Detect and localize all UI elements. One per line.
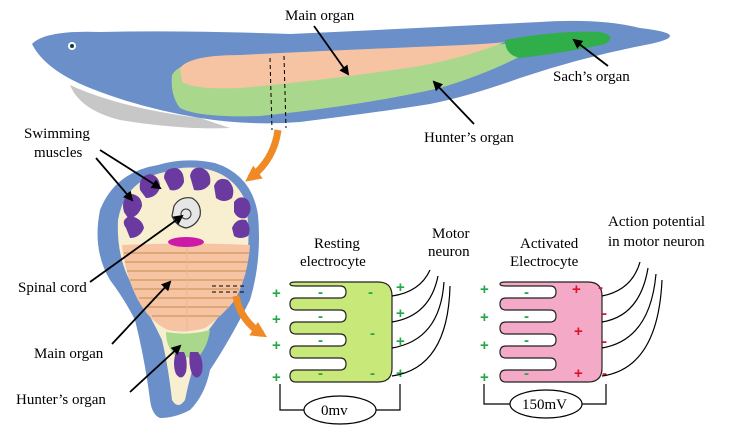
label-motor-1: Motor [432, 226, 470, 242]
activated-signs: + + + + - - - - + + + - - - - [480, 279, 607, 386]
resting-electrocyte-cell [289, 281, 393, 383]
activated-nerve-fibers [601, 261, 663, 377]
resting-plus-4: + [272, 369, 281, 386]
resting-voltage: 0mv [321, 403, 348, 419]
eel-eye-pupil [70, 44, 74, 48]
label-main-organ-top: Main organ [285, 8, 355, 24]
resting-plus-2: + [272, 311, 281, 328]
resting-nerve-fibers [391, 269, 451, 377]
notochord [168, 237, 204, 247]
act-minus-r4: - [602, 365, 607, 382]
resting-plus-7: + [396, 333, 405, 350]
pointer-main-organ-bottom [111, 280, 172, 345]
label-swimming-1: Swimming [24, 126, 90, 142]
resting-plus-8: + [396, 365, 405, 382]
resting-minus-4: - [318, 365, 323, 382]
label-activated-2: Electrocyte [510, 254, 579, 270]
act-plus-r1: + [572, 281, 581, 298]
resting-plus-3: + [272, 337, 281, 354]
pointer-swimming-b [99, 149, 162, 190]
act-minus-g2: - [524, 308, 529, 325]
resting-minus-2: - [318, 308, 323, 325]
resting-minus-3: - [318, 332, 323, 349]
label-resting-2: electrocyte [300, 254, 366, 270]
orange-arrow-to-electrocyte [232, 295, 268, 338]
label-activated-1: Activated [520, 236, 579, 252]
cross-section-main-organ [122, 243, 250, 332]
resting-signs: + + + + - - - - - - - + + + + [272, 279, 405, 386]
label-sachs-organ: Sach’s organ [553, 69, 630, 85]
label-swimming-2: muscles [34, 145, 82, 161]
act-plus-g2: + [480, 309, 489, 326]
label-main-organ-bottom: Main organ [34, 346, 104, 362]
act-plus-g1: + [480, 281, 489, 298]
eel-sachs-organ [505, 31, 611, 58]
activated-voltage: 150mV [522, 397, 567, 413]
act-minus-g4: - [524, 365, 529, 382]
act-minus-g1: - [524, 284, 529, 301]
act-minus-g3: - [524, 332, 529, 349]
orange-arrow-to-section [245, 129, 282, 182]
act-plus-r3: + [574, 365, 583, 382]
resting-minus-7: - [370, 365, 375, 382]
activated-voltmeter [483, 384, 607, 419]
pointer-swimming-a [95, 157, 134, 202]
resting-minus-1: - [318, 284, 323, 301]
act-minus-r3: - [602, 333, 607, 350]
resting-plus-5: + [396, 279, 405, 296]
label-motor-2: neuron [428, 244, 470, 260]
resting-plus-1: + [272, 285, 281, 302]
pointer-spinal-cord [89, 214, 184, 283]
resting-minus-5: - [368, 284, 373, 301]
section-cut-line-right [283, 55, 287, 129]
act-plus-g3: + [480, 337, 489, 354]
pointer-main-organ-top [313, 25, 350, 76]
label-action-potential-1: Action potential [608, 214, 705, 230]
label-spinal-cord: Spinal cord [18, 280, 87, 296]
section-cut-line-left [269, 57, 273, 131]
act-minus-r1: - [598, 279, 603, 296]
activated-electrocyte-cell [499, 281, 603, 383]
act-minus-r2: - [602, 305, 607, 322]
pointer-hunters-organ-bottom [129, 344, 182, 393]
act-plus-r2: + [574, 323, 583, 340]
pointer-hunters-organ-top [432, 80, 475, 125]
label-action-potential-2: in motor neuron [608, 234, 705, 250]
eel-belly [70, 85, 230, 129]
label-resting-1: Resting [314, 236, 360, 252]
resting-voltmeter [279, 384, 401, 425]
pointer-sachs-organ [572, 38, 609, 67]
spinal-cord-center [180, 208, 192, 220]
cross-section [97, 160, 260, 418]
label-hunters-organ-top: Hunter’s organ [424, 130, 514, 146]
label-hunters-organ-bottom: Hunter’s organ [16, 392, 106, 408]
act-plus-g4: + [480, 369, 489, 386]
resting-minus-6: - [370, 325, 375, 342]
resting-plus-6: + [396, 305, 405, 322]
